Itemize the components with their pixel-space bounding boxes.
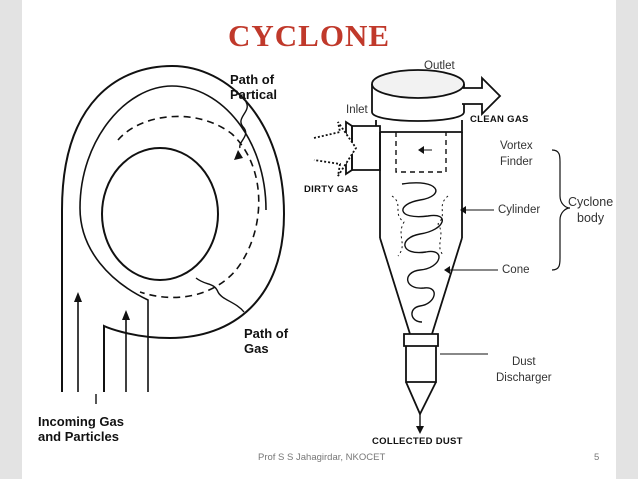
incoming-line-2: and Particles <box>38 429 119 444</box>
dirty-gas-arrow <box>313 121 358 177</box>
page-number: 5 <box>594 452 600 463</box>
flow-path-diagram <box>61 64 286 404</box>
gas-path-dashed <box>117 115 260 299</box>
inlet-label: Inlet <box>346 104 368 116</box>
vortex-finder-line-2: Finder <box>500 156 533 168</box>
title-background <box>213 12 385 58</box>
cone-wall <box>379 237 463 335</box>
path-of-gas-line-2: Gas <box>244 341 269 356</box>
path-of-particle-line-2: Partical <box>230 87 277 102</box>
right-margin-strip <box>616 0 638 479</box>
dust-discharger-line-2: Discharger <box>496 372 552 384</box>
dirty-gas-label: DIRTY GAS <box>304 184 359 195</box>
dust-discharger-label: Dust Discharger <box>496 354 552 386</box>
clean-gas-label: CLEAN GAS <box>470 114 529 125</box>
cyclone-body-line-2: body <box>577 211 605 225</box>
dust-discharger-line-1: Dust <box>511 356 536 368</box>
dust-discharger <box>403 333 439 417</box>
path-of-gas-line-1: Path of <box>244 326 289 341</box>
incoming-line-1: Incoming Gas <box>38 414 124 429</box>
outlet-label: Outlet <box>424 60 455 72</box>
cylinder-wall <box>379 132 463 238</box>
footer-author: Prof S S Jahagirdar, NKOCET <box>258 452 386 463</box>
incoming-gas-label: Incoming Gas and Particles <box>38 414 124 444</box>
outlet-top <box>371 69 465 99</box>
vortex-finder-label: Vortex Finder <box>500 138 533 170</box>
particle-callout-line <box>239 101 248 149</box>
vortex-finder-line-1: Vortex <box>500 140 533 152</box>
cone-label: Cone <box>502 264 530 276</box>
cyclone-separator <box>313 69 571 434</box>
vortex-finder <box>395 132 447 173</box>
collected-dust-label: COLLECTED DUST <box>372 436 463 447</box>
cyclone-body-line-1: Cyclone <box>568 195 614 209</box>
cyclone-body-brace <box>551 149 571 271</box>
inner-wall <box>79 85 267 392</box>
path-of-particle-label: Path of Partical <box>230 72 277 102</box>
gas-callout-line <box>195 277 245 313</box>
vortex-spiral <box>401 182 443 323</box>
outer-wall <box>61 64 286 392</box>
outlet-arrow <box>462 75 502 117</box>
cyclone-body-label: Cyclone body <box>568 194 613 226</box>
path-of-particle-line-1: Path of <box>230 72 275 87</box>
cylinder-label: Cylinder <box>498 204 541 216</box>
core-ring <box>101 147 219 281</box>
slide-canvas <box>22 0 616 479</box>
left-margin-strip <box>0 0 22 479</box>
slide-title: CYCLONE <box>228 18 391 53</box>
path-of-gas-label: Path of Gas <box>244 326 288 356</box>
